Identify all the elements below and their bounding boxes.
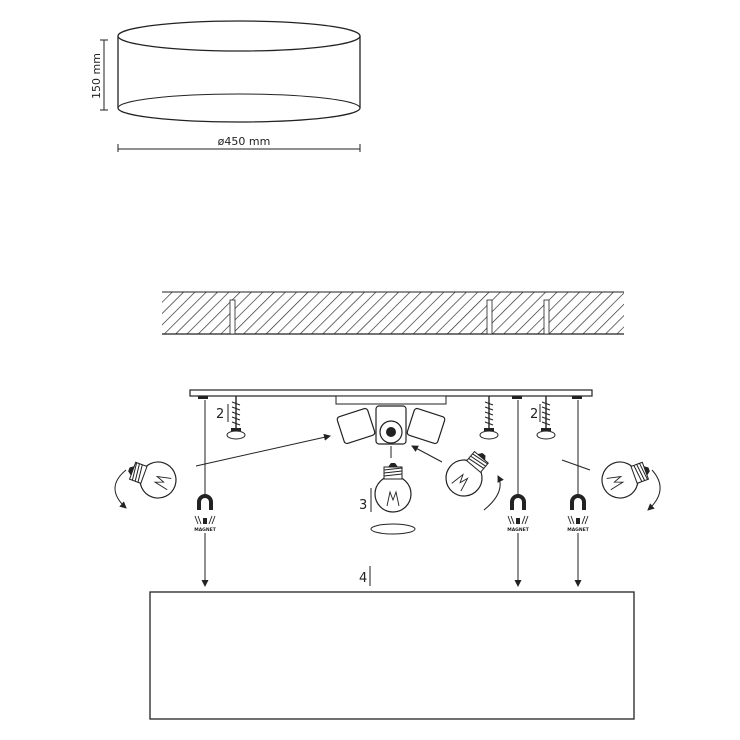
height-dimension: 150 mm <box>90 39 108 111</box>
ceiling <box>162 291 624 335</box>
rotate-arrow-icon <box>647 469 661 511</box>
guide-lines <box>201 400 582 587</box>
bulb-left <box>122 451 182 504</box>
height-label: 150 mm <box>90 53 103 99</box>
step-2-right-label: 2 <box>530 407 538 422</box>
diameter-dimension: ø450 mm <box>117 135 361 152</box>
bulb-center-right <box>438 442 499 504</box>
step-2-left-marker: 2 <box>216 404 229 422</box>
ceiling-hole <box>229 299 236 335</box>
step-4-label: 4 <box>359 571 367 586</box>
step-3-label: 3 <box>359 498 367 513</box>
rotate-arrow-icon <box>114 469 127 509</box>
spotlight-cluster <box>336 405 446 445</box>
insert-arrow <box>411 445 443 463</box>
screw <box>540 395 552 432</box>
step-3-marker: 3 <box>359 488 372 513</box>
bulb-right <box>596 451 656 504</box>
insert-arrow <box>195 433 331 467</box>
rotate-arrow-icon <box>479 430 499 440</box>
magnet: MAGNET <box>502 493 534 533</box>
rotate-arrow-icon <box>483 475 504 511</box>
step-2-right-marker: 2 <box>530 404 541 422</box>
lampshade-drawing: 150 mm ø450 mm <box>90 20 361 152</box>
magnet: MAGNET <box>562 493 594 533</box>
rotate-arrow-icon <box>226 430 246 440</box>
step-2-left-label: 2 <box>216 407 224 422</box>
magnet-label: MAGNET <box>194 527 216 533</box>
diameter-label: ø450 mm <box>218 135 271 148</box>
mounting-plate <box>189 389 593 405</box>
ceiling-hole <box>543 299 550 335</box>
rotate-arrow-icon <box>370 523 416 535</box>
ceiling-hole <box>486 299 493 335</box>
bulb-center <box>374 462 412 513</box>
magnet-label: MAGNET <box>507 527 529 533</box>
step-4-marker: 4 <box>359 566 371 586</box>
screw <box>483 395 495 432</box>
magnet: MAGNET <box>189 493 221 533</box>
screw <box>230 395 242 432</box>
shade-panel <box>149 591 635 720</box>
lampshade <box>117 20 361 123</box>
rotate-arrow-icon <box>536 430 556 440</box>
insert-arrow <box>561 459 591 471</box>
magnet-label: MAGNET <box>567 527 589 533</box>
